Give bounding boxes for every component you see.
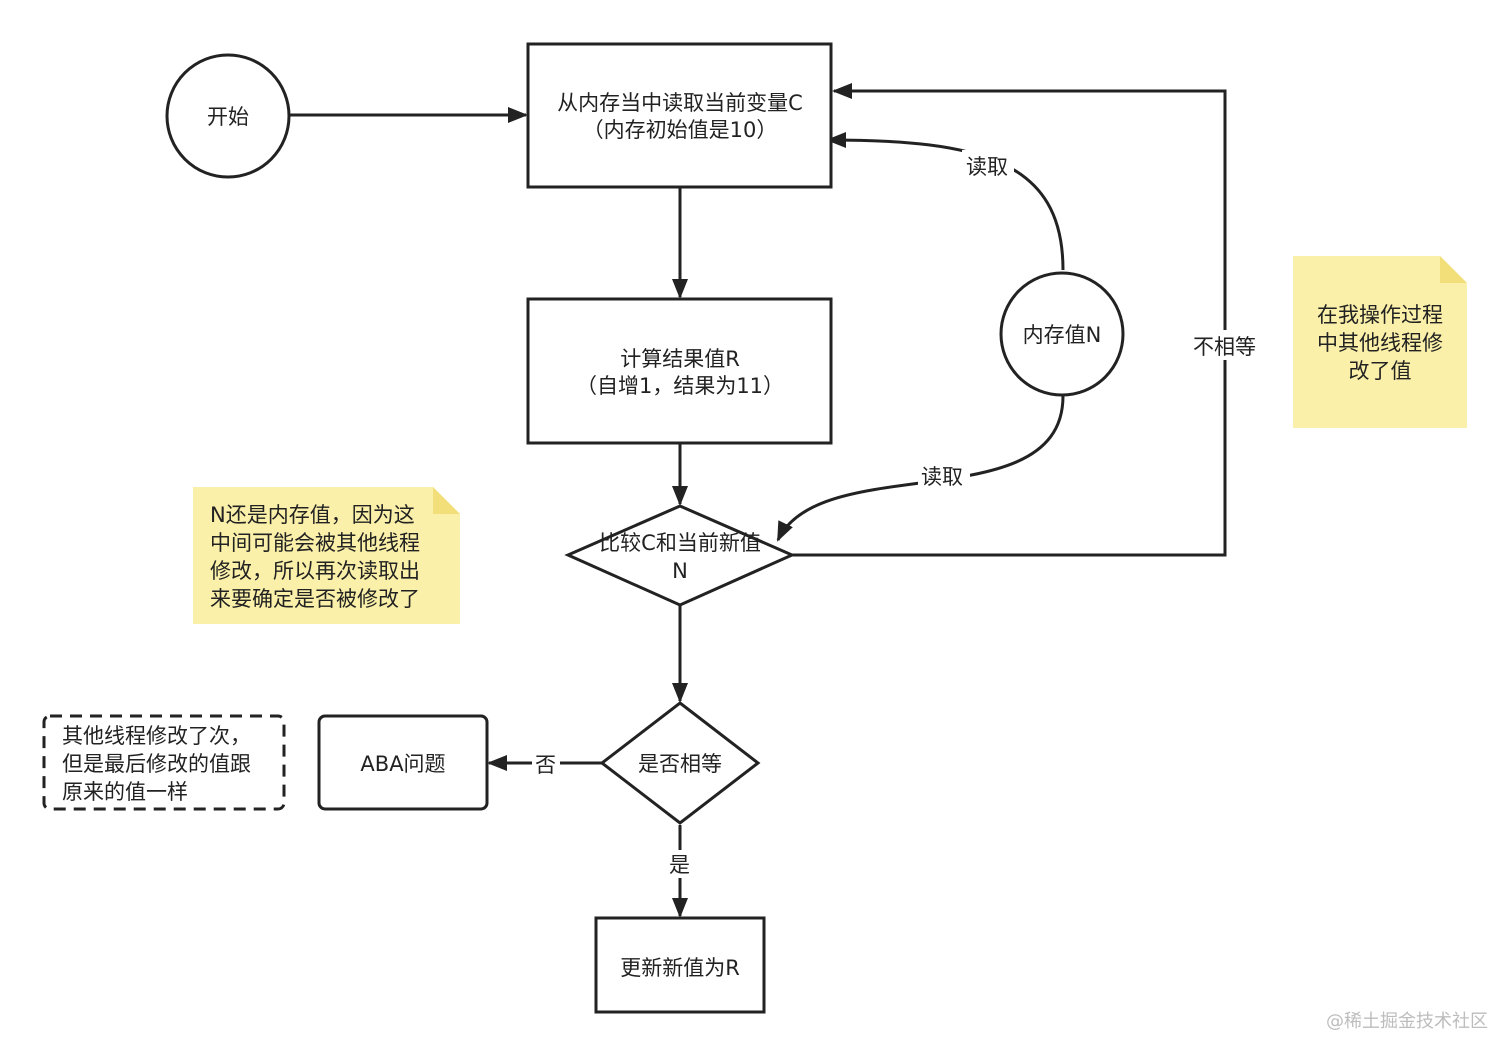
edge-label-yes: 是 (669, 853, 690, 877)
svg-text:但是最后修改的值跟: 但是最后修改的值跟 (62, 752, 251, 776)
note-line: 中间可能会被其他线程 (210, 531, 420, 555)
note-line: 中其他线程修 (1317, 331, 1443, 355)
node-start: 开始 (165, 53, 291, 179)
node-memory-value: 内存值N (999, 271, 1125, 397)
svg-text:原来的值一样: 原来的值一样 (62, 780, 188, 804)
svg-text:比较C和当前新值: 比较C和当前新值 (599, 531, 761, 555)
edge-label-read-top: 读取 (966, 155, 1008, 179)
edge-read-top (826, 132, 1065, 271)
sticky-note-modified-by-others: 在我操作过程 中其他线程修 改了值 (1293, 256, 1467, 428)
svg-text:（内存初始值是10）: （内存初始值是10） (583, 118, 778, 142)
note-line: N还是内存值，因为这 (210, 503, 415, 527)
sticky-note-n-explanation: N还是内存值，因为这 中间可能会被其他线程 修改，所以再次读取出 来要确定是否被… (193, 487, 460, 624)
svg-text:从内存当中读取当前变量C: 从内存当中读取当前变量C (557, 91, 803, 115)
watermark: @稀土掘金技术社区 (1326, 1011, 1488, 1032)
svg-text:是否相等: 是否相等 (638, 752, 722, 776)
node-compare: 比较C和当前新值 N (564, 504, 796, 607)
svg-text:开始: 开始 (207, 105, 249, 129)
edge-label-not-equal: 不相等 (1193, 335, 1256, 359)
note-line: 改了值 (1349, 359, 1412, 383)
svg-text:N: N (672, 559, 688, 583)
node-aba-problem: ABA问题 (317, 714, 489, 811)
note-line: 在我操作过程 (1317, 303, 1443, 327)
svg-text:计算结果值R: 计算结果值R (620, 347, 740, 371)
svg-text:更新新值为R: 更新新值为R (620, 956, 740, 980)
svg-text:ABA问题: ABA问题 (360, 752, 445, 776)
node-compute: 计算结果值R （自增1，结果为11） (526, 297, 833, 445)
node-read-current: 从内存当中读取当前变量C （内存初始值是10） (526, 42, 833, 189)
svg-text:内存值N: 内存值N (1023, 323, 1102, 347)
svg-text:（自增1，结果为11）: （自增1，结果为11） (576, 374, 784, 398)
note-line: 来要确定是否被修改了 (210, 587, 420, 611)
edge-label-no: 否 (535, 753, 556, 777)
note-line: 修改，所以再次读取出 (210, 559, 420, 583)
node-is-equal: 是否相等 (599, 701, 761, 825)
node-update: 更新新值为R (594, 916, 766, 1014)
edge-not-equal-loop (792, 83, 1227, 557)
note-aba-explanation: 其他线程修改了次， 但是最后修改的值跟 原来的值一样 (42, 714, 286, 811)
edge-label-read-bottom: 读取 (921, 465, 963, 489)
svg-text:其他线程修改了次，: 其他线程修改了次， (62, 724, 251, 748)
